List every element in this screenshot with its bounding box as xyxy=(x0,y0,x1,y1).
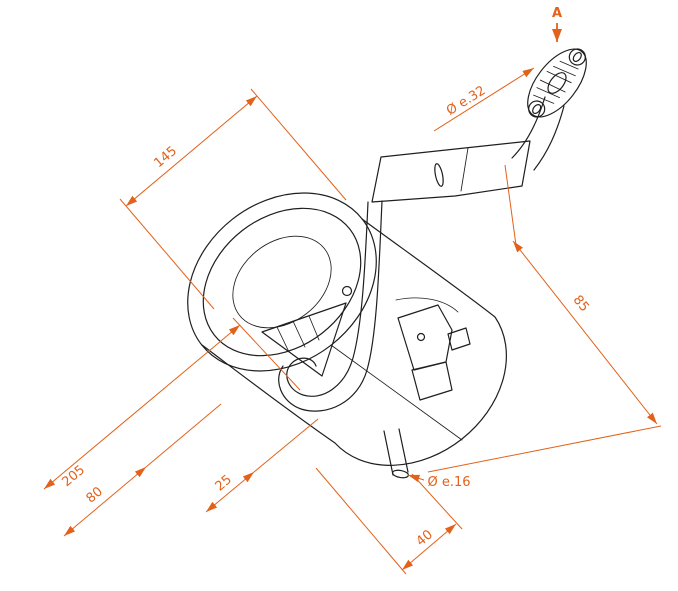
dimension-label-145: 145 xyxy=(151,144,180,171)
extension-line xyxy=(427,425,662,473)
dimension-line-85 xyxy=(512,240,658,425)
drain-pipe-end xyxy=(391,469,410,479)
callout-diameter-32: Ø e.32 xyxy=(433,67,535,132)
leader-line-e16 xyxy=(407,474,425,482)
dimension-85: 85 xyxy=(427,164,662,473)
muffler-front-face-inner xyxy=(202,207,362,357)
body-bracket-lower xyxy=(411,361,453,401)
dimension-205: 205 xyxy=(43,317,301,490)
hanger-strap-outer-edge xyxy=(286,201,369,397)
dimension-label-85: 85 xyxy=(570,293,592,315)
dimension-label-205: 205 xyxy=(59,463,88,490)
mounting-plate xyxy=(371,140,531,203)
callout-label-e16: Ø e.16 xyxy=(427,475,470,490)
dimension-line-205 xyxy=(43,324,241,490)
face-bracket-hatch xyxy=(276,315,320,353)
muffler-body-seam xyxy=(330,344,463,441)
flange-ear-right xyxy=(568,48,586,66)
dimension-145: 145 xyxy=(119,88,347,310)
body-bracket-upper xyxy=(397,304,453,371)
muffler-front-face-recess xyxy=(232,235,332,329)
inlet-flange xyxy=(527,48,587,118)
dimension-80: 80 xyxy=(63,403,222,537)
dimension-25: 25 xyxy=(205,418,319,513)
dimension-annotations: A Ø e.32 145 205 80 xyxy=(43,6,662,575)
extension-line xyxy=(253,418,319,473)
muffler-body-silhouette xyxy=(201,218,507,466)
extension-line xyxy=(504,164,517,246)
view-label-a: A xyxy=(552,6,562,21)
dimension-label-40: 40 xyxy=(414,527,436,549)
view-direction-a: A xyxy=(552,6,562,42)
mounting-plate-slot xyxy=(434,163,444,187)
drain-pipe-left-edge xyxy=(383,430,394,476)
body-contour-line xyxy=(395,297,459,313)
flange-outline xyxy=(527,48,587,118)
flange-hatching xyxy=(533,60,579,104)
muffler-drawing xyxy=(187,48,587,479)
drain-pipe-right-edge xyxy=(398,428,409,473)
strap-rivet xyxy=(341,285,353,297)
hanger-strap-inner-edge xyxy=(278,200,383,412)
extension-line xyxy=(411,473,463,530)
face-bracket-wedge xyxy=(261,302,347,377)
leader-line-e32 xyxy=(433,67,535,132)
exhaust-pipe-lower-edge xyxy=(533,105,565,171)
dimension-line-40 xyxy=(401,523,457,571)
extension-line xyxy=(250,88,347,201)
flange-ear-left xyxy=(528,100,546,118)
flange-bolt-hole-left xyxy=(532,103,542,115)
body-bracket-hole xyxy=(416,332,426,342)
mounting-plate-bend-line xyxy=(460,147,469,192)
extension-line xyxy=(232,317,301,391)
dimension-line-145 xyxy=(125,95,258,207)
dimension-line-80 xyxy=(63,466,147,537)
flange-bore xyxy=(547,72,567,94)
body-bracket-tab xyxy=(447,327,471,351)
flange-bolt-hole-right xyxy=(572,51,582,63)
extension-line xyxy=(315,467,407,575)
extension-line xyxy=(119,198,215,310)
callout-diameter-16: Ø e.16 xyxy=(407,474,471,490)
dimension-line-25 xyxy=(205,471,255,513)
extension-line xyxy=(145,403,222,468)
